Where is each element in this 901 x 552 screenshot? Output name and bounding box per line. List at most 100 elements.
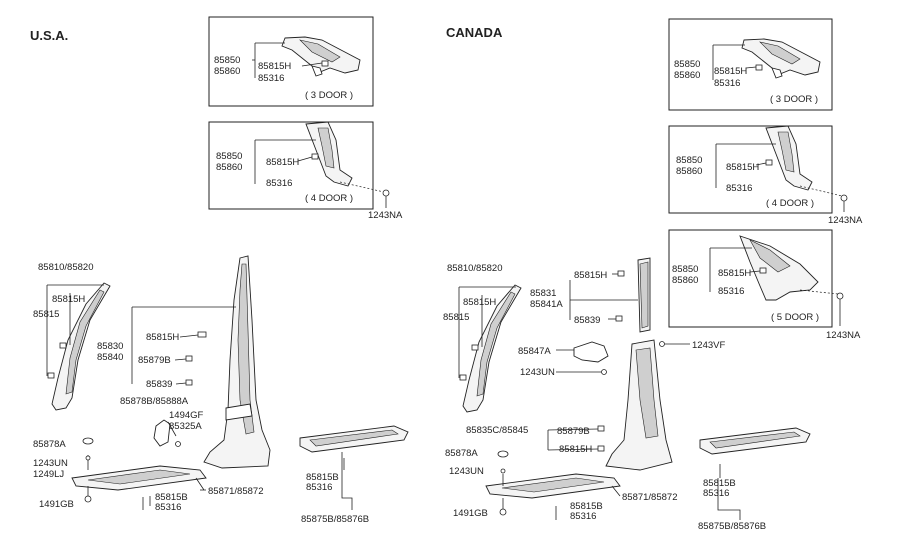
region-title-usa: U.S.A. xyxy=(30,28,68,43)
usa-3door-85316: 85316 xyxy=(258,73,284,84)
canada-3door-85860: 85860 xyxy=(674,70,700,81)
canada-b-lower-85815h: 85815H xyxy=(559,444,592,455)
region-title-canada: CANADA xyxy=(446,25,503,40)
canada-3door-clip-icon xyxy=(755,64,763,71)
usa-4door-85815h: 85815H xyxy=(266,157,299,168)
canada-5door-box: 85850 85860 85815H 85316 ( 5 DOOR ) 1243… xyxy=(668,229,861,341)
canada-b-upper-85831: 85831 xyxy=(530,288,556,299)
canada-1243un-icon xyxy=(500,468,506,474)
canada-b-upper-85841a: 85841A xyxy=(530,299,563,310)
usa-b-pillar-clip2-icon xyxy=(185,355,193,362)
canada-5door-1243na: 1243NA xyxy=(826,330,861,341)
canada-a-pillar-clip2-icon xyxy=(459,374,467,381)
usa-3door-caption: ( 3 DOOR ) xyxy=(305,90,353,101)
usa-b-pillar-85839: 85839 xyxy=(146,379,172,390)
usa-b-pillar-85830: 85830 xyxy=(97,341,123,352)
canada-4door-bolt-icon xyxy=(840,194,848,202)
usa-4door-bolt-icon xyxy=(382,189,390,197)
canada-85875b: 85875B/85876B xyxy=(698,521,766,532)
canada-4door-85815h: 85815H xyxy=(726,162,759,173)
canada-85878a: 85878A xyxy=(445,448,478,459)
usa-85871: 85871/85872 xyxy=(208,486,263,497)
usa-a-pillar-85815: 85815 xyxy=(33,309,59,320)
canada-5door-caption: ( 5 DOOR ) xyxy=(771,312,819,323)
canada-a-pillar: 85810/85820 85815H 85815 xyxy=(443,263,522,413)
usa-a-pillar-clip-icon xyxy=(59,342,67,349)
canada-b-upper-clip-icon xyxy=(617,270,625,277)
canada-3door-box: 85850 85860 85815H 85316 ( 3 DOOR ) xyxy=(668,18,833,111)
canada-b-upper: 85831 85841A 85815H 85839 xyxy=(530,257,651,333)
canada-4door-caption: ( 4 DOOR ) xyxy=(766,198,814,209)
canada-bracket-bolt-icon xyxy=(601,369,607,375)
canada-5door-85316: 85316 xyxy=(718,286,744,297)
canada-4door-85316: 85316 xyxy=(726,183,752,194)
usa-1243un: 1243UN xyxy=(33,458,68,469)
usa-85815b: 85815B xyxy=(155,492,188,503)
canada-a-pillar-85815: 85815 xyxy=(443,312,469,323)
canada-b-lower-clip-icon xyxy=(597,425,605,432)
canada-rear-85316: 85316 xyxy=(703,488,729,499)
usa-85878a: 85878A xyxy=(33,439,66,450)
canada-85835c: 85835C/85845 xyxy=(466,425,528,436)
canada-85815b: 85815B xyxy=(570,501,603,512)
usa-85875b: 85875B/85876B xyxy=(301,514,369,525)
usa-4door-clip-icon xyxy=(311,153,319,160)
usa-rear-85316: 85316 xyxy=(306,482,332,493)
usa-lower-bolt-icon xyxy=(175,441,181,447)
usa-b-pillar-85879b: 85879B xyxy=(138,355,171,366)
usa-3door-85850: 85850 xyxy=(214,55,240,66)
usa-1249lj: 1249LJ xyxy=(33,469,64,480)
usa-85878a-icon xyxy=(82,437,94,445)
canada-b-lower-85879b: 85879B xyxy=(557,426,590,437)
usa-3door-box: 85850 85860 85815H 85316 ( 3 DOOR ) xyxy=(208,16,374,107)
canada-bracket: 85847A 1243UN 1243VF xyxy=(518,340,725,378)
canada-4door-1243na: 1243NA xyxy=(828,215,863,226)
usa-85325a: 85325A xyxy=(169,421,202,432)
usa-4door-caption: ( 4 DOOR ) xyxy=(305,193,353,204)
canada-85316-lower: 85316 xyxy=(570,511,596,522)
usa-b-pillar-clip-icon xyxy=(197,331,207,338)
usa-lower: 85878B/85888A 1494GF 85325A 85878A 1243U… xyxy=(33,396,409,525)
usa-rear-85815b: 85815B xyxy=(306,472,339,483)
usa-1491gb-icon xyxy=(84,495,92,503)
usa-4door-1243na: 1243NA xyxy=(368,210,403,221)
canada-5door-85850: 85850 xyxy=(672,264,698,275)
canada-lower: 85878A 1243UN 1491GB 85871/85872 85815B … xyxy=(445,427,811,532)
canada-4door-85860: 85860 xyxy=(676,166,702,177)
canada-3door-85316: 85316 xyxy=(714,78,740,89)
canada-1243un-bracket: 1243UN xyxy=(520,367,555,378)
usa-3door-clip-icon xyxy=(321,60,329,67)
canada-3door-85815h: 85815H xyxy=(714,66,747,77)
canada-b-upper-85815h: 85815H xyxy=(574,270,607,281)
usa-4door-85316: 85316 xyxy=(266,178,292,189)
canada-5door-85860: 85860 xyxy=(672,275,698,286)
usa-a-pillar-85810: 85810/85820 xyxy=(38,262,93,273)
canada-3door-85850: 85850 xyxy=(674,59,700,70)
canada-1491gb: 1491GB xyxy=(453,508,488,519)
usa-1491gb: 1491GB xyxy=(39,499,74,510)
canada-85878a-icon xyxy=(497,450,509,458)
canada-4door-clip-icon xyxy=(765,159,773,166)
usa-4door-85860: 85860 xyxy=(216,162,242,173)
canada-1491gb-icon xyxy=(499,508,507,516)
usa-85316-lower: 85316 xyxy=(155,502,181,513)
usa-a-pillar-clip2-icon xyxy=(47,372,55,379)
canada-3door-caption: ( 3 DOOR ) xyxy=(770,94,818,105)
canada-b-upper-clip2-icon xyxy=(615,315,623,322)
usa-b-pillar-clip3-icon xyxy=(185,379,193,386)
canada-5door-clip-icon xyxy=(759,267,767,274)
usa-4door-85850: 85850 xyxy=(216,151,242,162)
canada-1243un: 1243UN xyxy=(449,466,484,477)
usa-b-pillar-85840: 85840 xyxy=(97,352,123,363)
usa-b-pillar-85815h: 85815H xyxy=(146,332,179,343)
canada-b-upper-85839: 85839 xyxy=(574,315,600,326)
canada-4door-box: 85850 85860 85815H 85316 ( 4 DOOR ) 1243… xyxy=(668,125,863,226)
canada-4door-85850: 85850 xyxy=(676,155,702,166)
usa-a-pillar-85815h: 85815H xyxy=(52,294,85,305)
canada-a-pillar-85815h: 85815H xyxy=(463,297,496,308)
usa-1494gf: 1494GF xyxy=(169,410,204,421)
canada-85847a: 85847A xyxy=(518,346,551,357)
canada-5door-bolt-icon xyxy=(836,292,844,300)
usa-4door-box: 85850 85860 85815H 85316 ( 4 DOOR ) 1243… xyxy=(208,121,403,221)
